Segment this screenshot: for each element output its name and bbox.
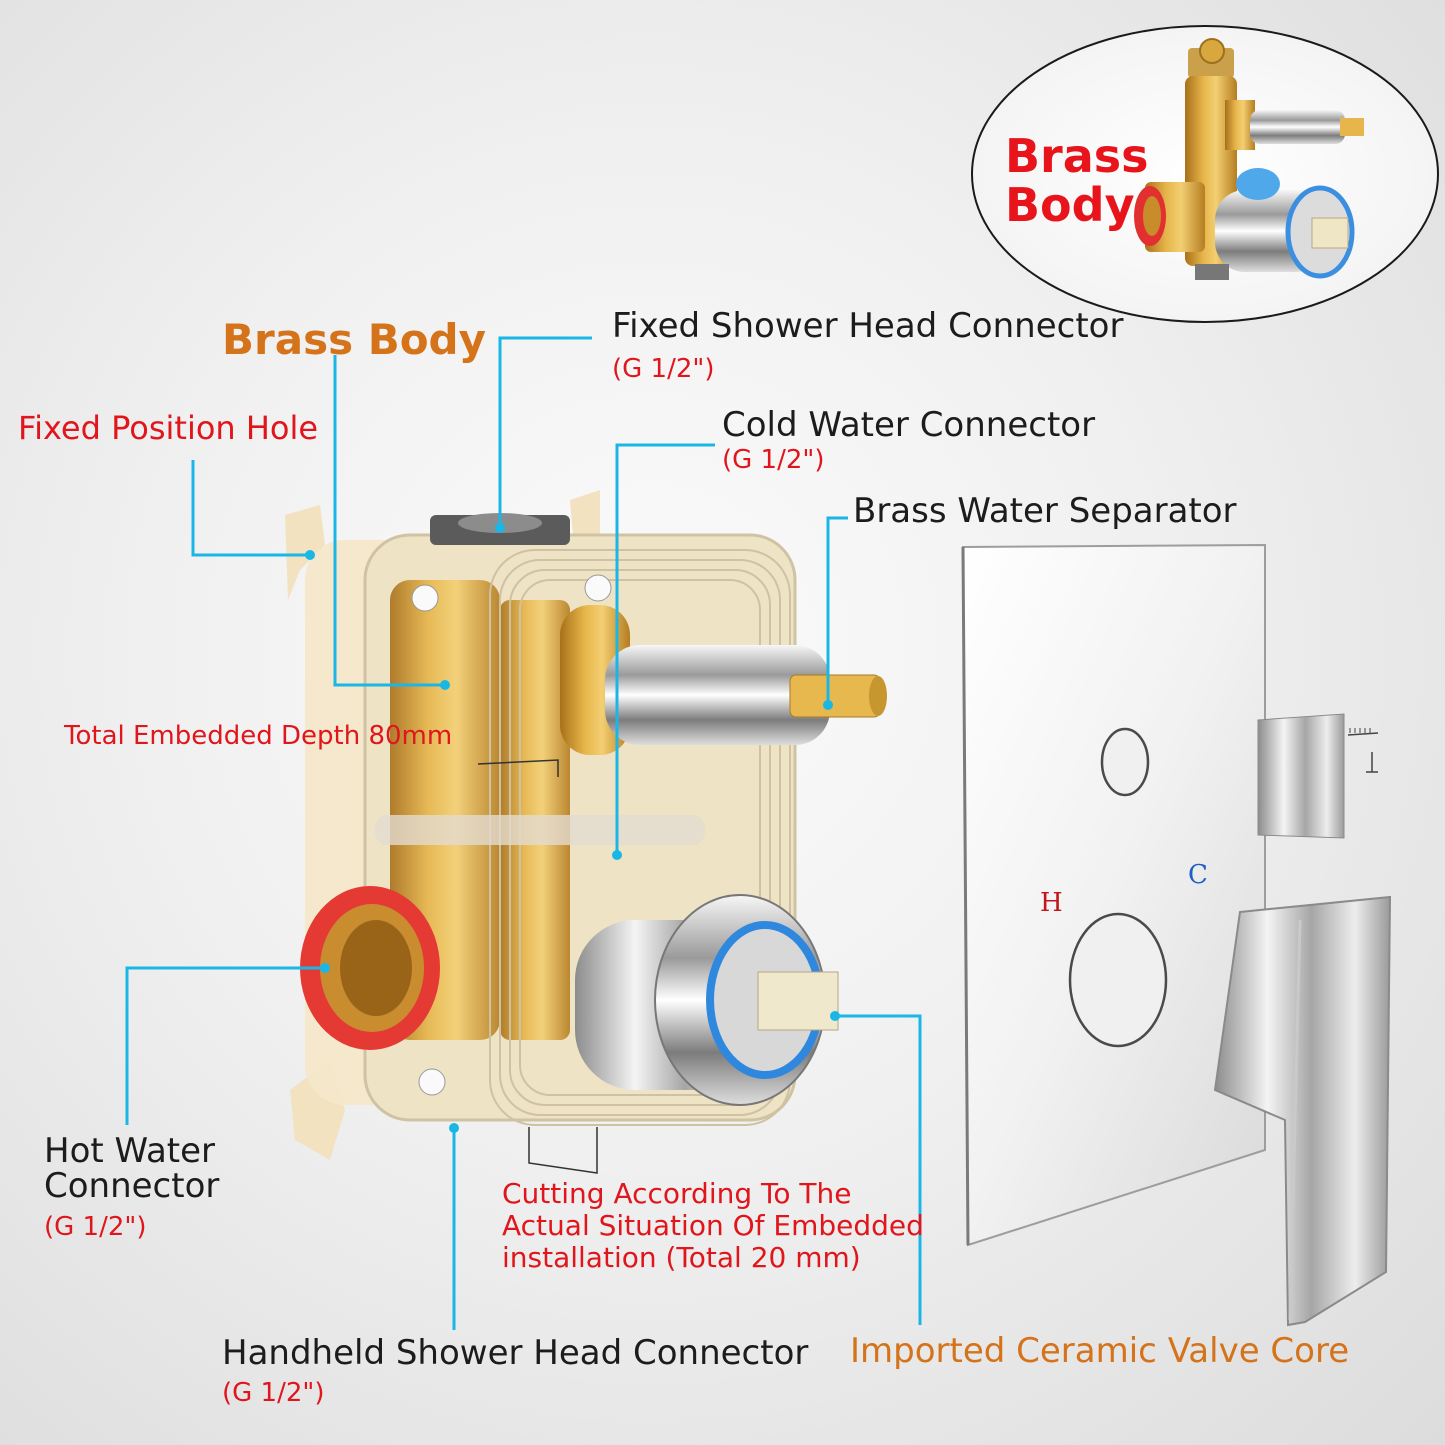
hot-water-label-line2: Connector	[44, 1166, 220, 1206]
leader-lines	[125, 336, 922, 1330]
hot-water-label-line1: Hot Water	[44, 1131, 216, 1171]
cutting-note-line3: installation (Total 20 mm)	[502, 1241, 861, 1274]
fixed-position-hole-label: Fixed Position Hole	[18, 409, 319, 447]
cold-water-spec: (G 1/2")	[722, 445, 825, 475]
brass-separator-label: Brass Water Separator	[853, 491, 1237, 531]
plate-hot-mark: H	[1040, 888, 1063, 918]
fixed-shower-head-spec: (G 1/2")	[612, 354, 715, 384]
cutting-note-line1: Cutting According To The	[502, 1177, 852, 1210]
handheld-label: Handheld Shower Head Connector	[222, 1333, 809, 1373]
hot-water-inlet	[300, 886, 440, 1050]
handheld-spec: (G 1/2")	[222, 1378, 325, 1408]
inset-title-line1: Brass	[1005, 129, 1149, 183]
inset-brass-body-oval	[971, 25, 1439, 323]
ceramic-core-label: Imported Ceramic Valve Core	[850, 1331, 1350, 1371]
ceramic-valve-core	[575, 894, 839, 1106]
brass-body-label: Brass Body	[222, 315, 486, 364]
hot-water-spec: (G 1/2")	[44, 1212, 147, 1242]
cover-plate	[961, 543, 1266, 1247]
plate-cold-mark: C	[1188, 860, 1208, 890]
diverter-knob	[1257, 713, 1379, 839]
inset-title-line2: Body	[1005, 178, 1135, 232]
cutting-bracket	[528, 1127, 598, 1174]
lever-handle	[1213, 895, 1392, 1327]
depth-dimension-line	[477, 759, 559, 777]
brass-water-separator	[605, 645, 887, 745]
fixed-shower-head-label: Fixed Shower Head Connector	[612, 306, 1124, 346]
cold-water-label: Cold Water Connector	[722, 405, 1096, 445]
cutting-note-line2: Actual Situation Of Embedded	[502, 1209, 924, 1242]
leader-dots	[305, 523, 840, 1133]
embedded-depth-label: Total Embedded Depth 80mm	[64, 721, 453, 751]
